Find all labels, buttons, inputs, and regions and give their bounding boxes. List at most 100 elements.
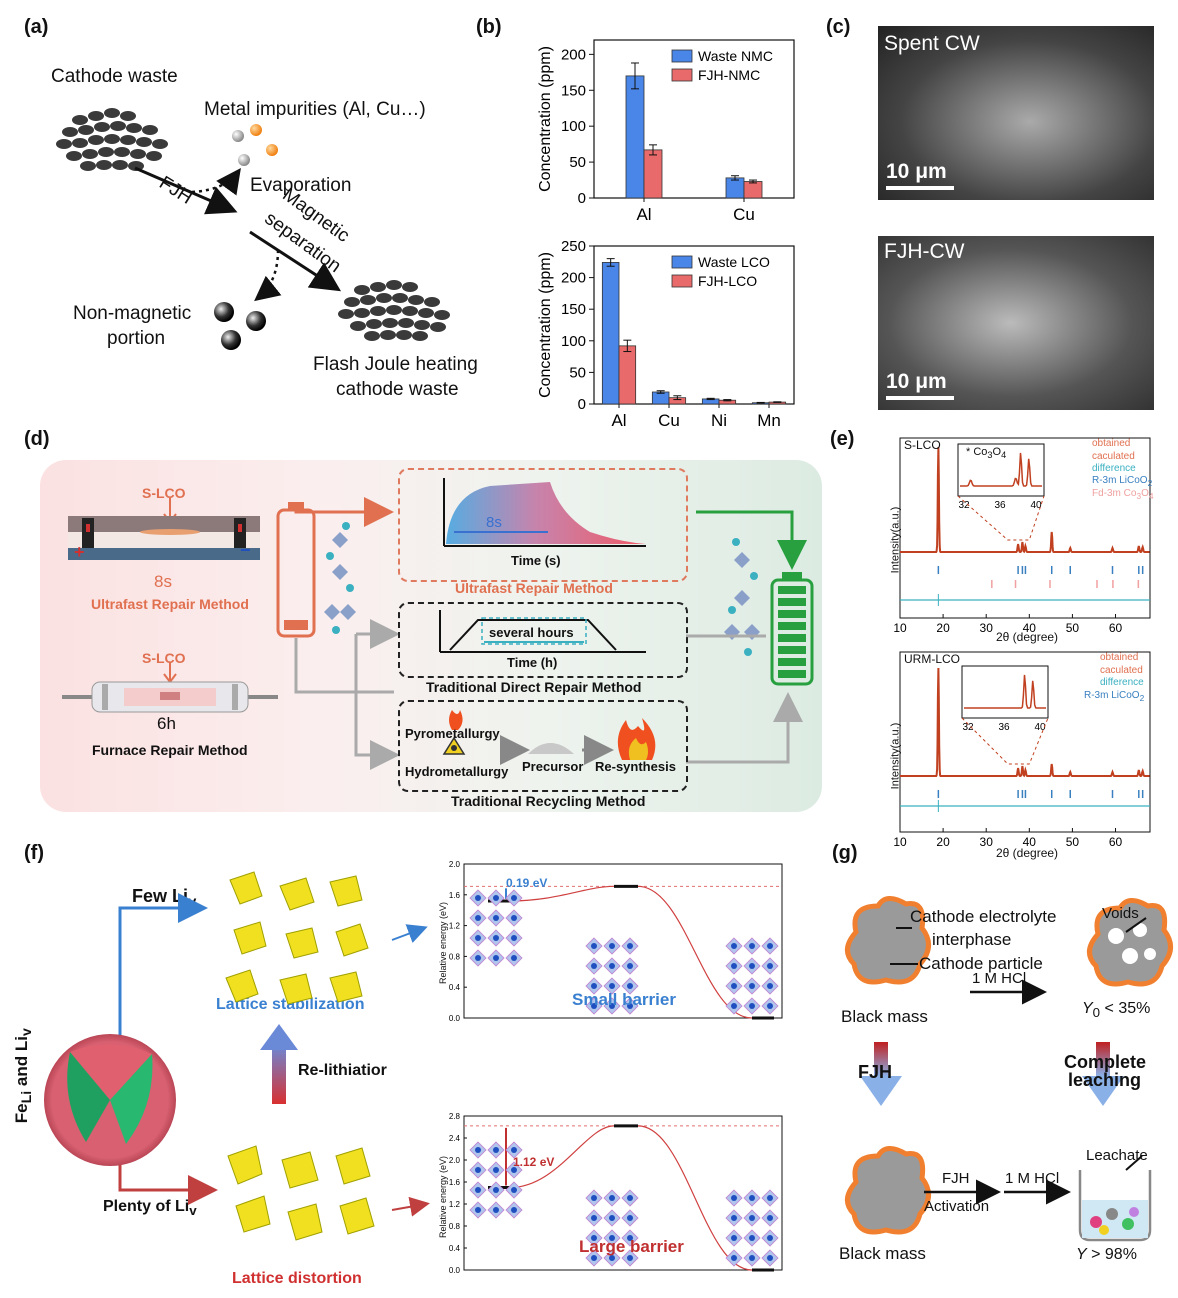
plot-frame xyxy=(463,863,783,1019)
plot-frame xyxy=(899,437,1151,619)
plot-frame xyxy=(593,245,795,405)
metal-atom xyxy=(627,1235,633,1241)
direct-repair-box xyxy=(398,602,688,678)
y-tick-label: 0.8 xyxy=(449,952,461,961)
metal-atom xyxy=(609,1003,615,1009)
y-tick-label: 1.2 xyxy=(449,922,461,931)
panel-d-flow xyxy=(276,497,814,770)
sem-image-fjh: FJH-CW 10 μm xyxy=(878,236,1154,410)
bar xyxy=(743,181,763,199)
recycling-box xyxy=(398,700,688,792)
metal-atom xyxy=(609,943,615,949)
metal-atom xyxy=(475,955,481,961)
portion-label: portion xyxy=(107,328,166,349)
recycling-label: Traditional Recycling Method xyxy=(451,793,646,809)
inset-frame xyxy=(961,665,1049,719)
inset-tick-label: 36 xyxy=(998,722,1010,733)
metal-atom xyxy=(609,1195,615,1201)
y-tick-label: 0.4 xyxy=(449,983,461,992)
furnace-label: Furnace Repair Method xyxy=(92,742,248,758)
sem-spent-label: Spent CW xyxy=(884,32,980,55)
y-tick-label: 100 xyxy=(561,333,586,350)
xrd-inset-marker: * Co3O4 xyxy=(966,446,1007,461)
legend-r3m-top: R-3m LiCoO2 xyxy=(1092,475,1153,488)
metal-atom xyxy=(749,1003,755,1009)
xrd-top-xlabel: 2θ (degree) xyxy=(996,630,1059,644)
y-tick-label: 250 xyxy=(561,240,586,255)
metal-atom xyxy=(627,943,633,949)
inset-tick-label: 36 xyxy=(994,500,1006,511)
category-label: Al xyxy=(611,411,626,430)
magnetic-arrow xyxy=(249,230,342,292)
scale-bar-bottom-label: 10 μm xyxy=(886,370,947,393)
category-label: Al xyxy=(636,205,651,224)
metal-atom xyxy=(731,1003,737,1009)
inset-pattern xyxy=(960,452,1042,487)
metal-atom xyxy=(475,935,481,941)
slco-bottom-label: S-LCO xyxy=(142,650,186,666)
metal-atom xyxy=(609,1255,615,1261)
metal-atom xyxy=(731,943,737,949)
legend-diff-bottom: difference xyxy=(1100,677,1144,688)
metal-atom xyxy=(511,1147,517,1153)
bar xyxy=(625,75,645,199)
metal-atom xyxy=(609,1215,615,1221)
xrd-pattern xyxy=(900,667,1150,778)
xrd-pattern xyxy=(900,446,1150,554)
evaporation-label: Evaporation xyxy=(250,175,352,196)
panel-f-structures xyxy=(44,871,430,1241)
metal-atom xyxy=(475,1207,481,1213)
panel-a-label: (a) xyxy=(24,16,49,38)
metal-atom xyxy=(511,1167,517,1173)
scale-bar-top xyxy=(886,186,954,190)
metal-atom xyxy=(731,1255,737,1261)
lattice-bottom xyxy=(227,1145,375,1241)
y-tick-label: 150 xyxy=(561,301,586,318)
metal-atom xyxy=(475,915,481,921)
metal-atom xyxy=(749,1255,755,1261)
legend-swatch xyxy=(671,49,693,63)
x-tick-label: 60 xyxy=(1109,835,1123,849)
inset-tick-label: 32 xyxy=(962,722,974,733)
y-tick-label: 0.0 xyxy=(449,1014,461,1023)
y-tick-label: 2.4 xyxy=(449,1134,461,1143)
metal-atom xyxy=(511,935,517,941)
metal-atom xyxy=(493,1147,499,1153)
xrd-bottom-xlabel: 2θ (degree) xyxy=(996,846,1059,860)
panel-e-label: (e) xyxy=(830,428,855,450)
leached-particle-voids xyxy=(1087,898,1173,987)
metal-atom xyxy=(767,1003,773,1009)
metal-atom xyxy=(591,963,597,969)
y-tick-label: 2.0 xyxy=(449,860,461,869)
metal-atom xyxy=(731,963,737,969)
metal-atom xyxy=(767,963,773,969)
plot-frame xyxy=(463,1115,783,1271)
metal-atom xyxy=(475,1147,481,1153)
recycling-icons xyxy=(442,710,656,765)
category-label: Cu xyxy=(733,205,755,224)
scale-bar-top-label: 10 μm xyxy=(886,160,947,183)
metal-atom xyxy=(627,1255,633,1261)
plenty-liv-label: Plenty of Liv xyxy=(103,1198,197,1219)
metal-atom xyxy=(731,1195,737,1201)
x-tick-label: 50 xyxy=(1066,835,1080,849)
ultrafast-box-label: Ultrafast Repair Method xyxy=(455,580,613,596)
lattice-distortion-label: Lattice distortion xyxy=(232,1270,362,1287)
metal-atom xyxy=(749,1195,755,1201)
metal-atom xyxy=(749,943,755,949)
time-s-label: Time (s) xyxy=(511,553,561,568)
panel-d-label: (d) xyxy=(24,428,50,450)
energy-top-ylabel: Relative energy (eV) xyxy=(438,901,449,985)
metal-atom xyxy=(609,983,615,989)
metal-atom xyxy=(627,1215,633,1221)
crystal-icons-right xyxy=(724,538,760,656)
full-battery-icon xyxy=(770,572,814,686)
metal-atom xyxy=(591,983,597,989)
inset-tick-label: 32 xyxy=(958,500,970,511)
metal-atom xyxy=(767,943,773,949)
legend-swatch xyxy=(671,274,693,288)
cei-label-1: Cathode electrolyte xyxy=(910,907,1057,926)
non-magnetic-balls xyxy=(214,302,266,350)
metal-atom xyxy=(627,983,633,989)
